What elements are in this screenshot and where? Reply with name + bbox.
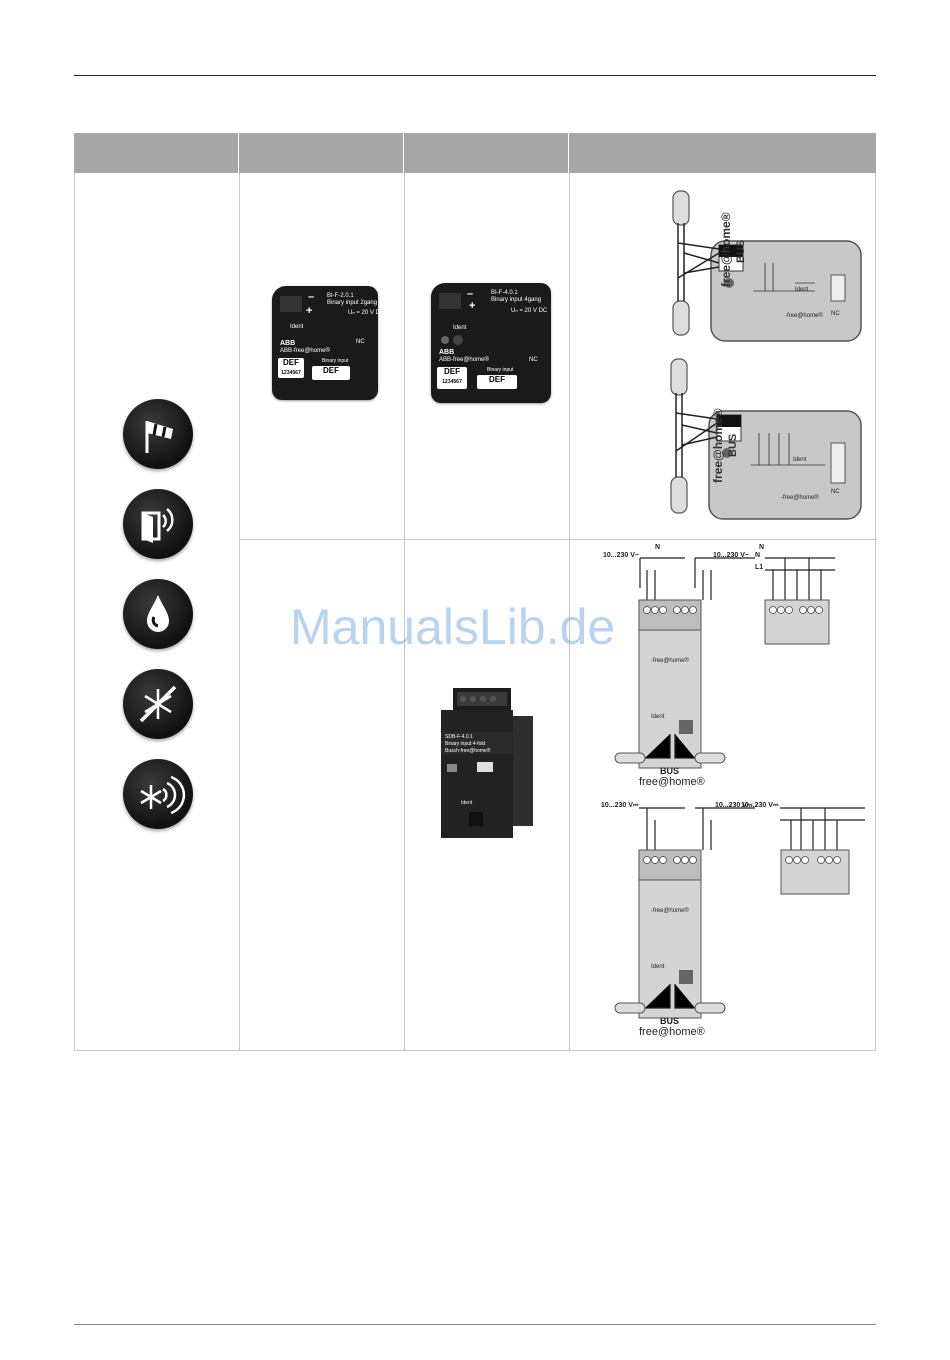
def-caption: Binary input xyxy=(487,367,514,373)
device-nc: NC xyxy=(529,357,538,363)
def-code: 1234567 xyxy=(281,370,301,376)
minus-sign: – xyxy=(467,288,474,300)
device-title: Binary input 4gang xyxy=(491,297,542,303)
wiring-nc-2: NC xyxy=(831,489,840,495)
abb-logo: ABB xyxy=(439,349,455,356)
device-brand: ABB-free@home® xyxy=(280,348,330,354)
header-cell-2 xyxy=(239,133,404,173)
wiring-diagram-din-ac: N 10...230 V~ N 10...230 V~ N L1 -free@h… xyxy=(595,544,875,788)
din-device-brand-2: -free@home® xyxy=(651,908,689,914)
plus-sign: + xyxy=(306,305,313,317)
watermark: ManualsLib.de xyxy=(290,599,616,655)
water-drop-icon xyxy=(123,579,193,649)
device-ident: Ident xyxy=(453,325,467,331)
din-ident-label-2: Ident xyxy=(651,964,665,970)
minus-sign: – xyxy=(308,291,315,303)
def-text: DEF xyxy=(283,358,299,367)
led-icon xyxy=(441,336,449,344)
def-label-1: DEF 1234567 xyxy=(437,367,467,389)
def-text-2: DEF xyxy=(489,375,505,384)
device-ident: Ident xyxy=(290,324,304,330)
device-voltage: Uₙ = 20 V DC xyxy=(348,310,385,316)
n-label-2: N xyxy=(759,544,765,551)
voltage-label-4: 10...230 V⎓ xyxy=(715,802,753,809)
column-divider xyxy=(239,173,240,1050)
din-line1: SDB-F-4.0.1 xyxy=(445,734,473,740)
wiring-bus: BUS xyxy=(735,239,747,263)
voltage-label-3: 10...230 V⎓ xyxy=(601,802,639,809)
din-line3: Busch-free@home® xyxy=(445,748,491,754)
device-model: BI-F-2.0.1 xyxy=(327,293,354,299)
bus-label-2: BUS xyxy=(660,1016,680,1026)
wiring-diagram-4gang: free@home® BUS Ident -free@home® NC xyxy=(635,353,865,523)
wiring-ident-2: Ident xyxy=(793,457,807,463)
def-text-2: DEF xyxy=(323,366,339,375)
wiring-device-brand-2: -free@home® xyxy=(781,495,819,501)
wiring-diagram-2gang: free@home® BUS Ident -free@home® NC xyxy=(635,183,865,343)
def-label-1: DEF 1234567 xyxy=(278,358,304,378)
wind-sock-icon xyxy=(123,399,193,469)
frost-sensor-icon xyxy=(123,759,193,829)
header-rule xyxy=(74,75,876,76)
device-model: BI-F-4.0.1 xyxy=(491,290,518,296)
n-label-3: N xyxy=(755,552,761,559)
din-device-brand: -free@home® xyxy=(651,658,689,664)
din-line2: Binary input 4-fold xyxy=(445,741,486,747)
wiring-device-brand: -free@home® xyxy=(785,313,823,319)
brand-label-2: free@home® xyxy=(639,1026,705,1038)
product-table: – + BI-F-2.0.1 Binary input 2gang Uₙ = 2… xyxy=(74,133,877,1051)
device-voltage: Uₙ = 20 V DC xyxy=(511,308,548,314)
frost-off-icon xyxy=(123,669,193,739)
din-rail-device: SDB-F-4.0.1 Binary input 4-fold Busch-fr… xyxy=(433,688,537,838)
ident-button[interactable] xyxy=(453,335,463,345)
wiring-bus-2: BUS xyxy=(727,433,739,457)
device-terminal xyxy=(280,296,302,312)
binary-input-2gang-device: – + BI-F-2.0.1 Binary input 2gang Uₙ = 2… xyxy=(272,286,384,400)
header-cell-1 xyxy=(74,133,239,173)
device-brand: ABB-free@home® xyxy=(439,357,489,363)
wiring-nc: NC xyxy=(831,311,840,317)
row-divider xyxy=(240,539,877,540)
abb-logo: ABB xyxy=(280,340,296,347)
table-body: – + BI-F-2.0.1 Binary input 2gang Uₙ = 2… xyxy=(74,173,877,1051)
def-caption: Binary input xyxy=(322,358,349,364)
window-contact-icon xyxy=(123,489,193,559)
brand-label-1: free@home® xyxy=(639,776,705,788)
din-ident: Ident xyxy=(461,800,473,806)
n-label-1: N xyxy=(655,544,661,551)
device-nc: NC xyxy=(356,339,365,345)
column-divider xyxy=(404,173,405,1050)
voltage-label-1: 10...230 V~ xyxy=(603,552,640,559)
def-label-2: DEF xyxy=(477,375,517,389)
l1-label: L1 xyxy=(755,564,764,571)
footer-rule xyxy=(74,1324,876,1325)
def-code: 1234567 xyxy=(442,379,462,385)
wiring-diagram-din-dc: 10...230 V⎓ 10...230 V⎓ 10...230 V⎓ -fre… xyxy=(595,798,875,1038)
wiring-brand: free@home® xyxy=(719,212,733,287)
plus-sign: + xyxy=(469,300,476,312)
header-cell-3 xyxy=(404,133,569,173)
voltage-label-2: 10...230 V~ xyxy=(713,552,750,559)
def-label-2: DEF xyxy=(312,366,350,380)
binary-input-4gang-device: – + BI-F-4.0.1 Binary input 4gang Uₙ = 2… xyxy=(431,283,551,403)
device-title: Binary input 2gang xyxy=(327,300,378,306)
din-ident-label: Ident xyxy=(651,714,665,720)
table-header xyxy=(74,133,876,173)
bus-label-1: BUS xyxy=(660,766,680,776)
header-cell-4 xyxy=(569,133,876,173)
column-divider xyxy=(569,173,570,1050)
wiring-ident: Ident xyxy=(795,287,809,293)
wiring-brand-2: free@home® xyxy=(711,408,725,483)
def-text: DEF xyxy=(444,367,460,376)
voltage-label-5: 10...230 V⎓ xyxy=(741,802,779,809)
device-terminal xyxy=(439,293,461,309)
